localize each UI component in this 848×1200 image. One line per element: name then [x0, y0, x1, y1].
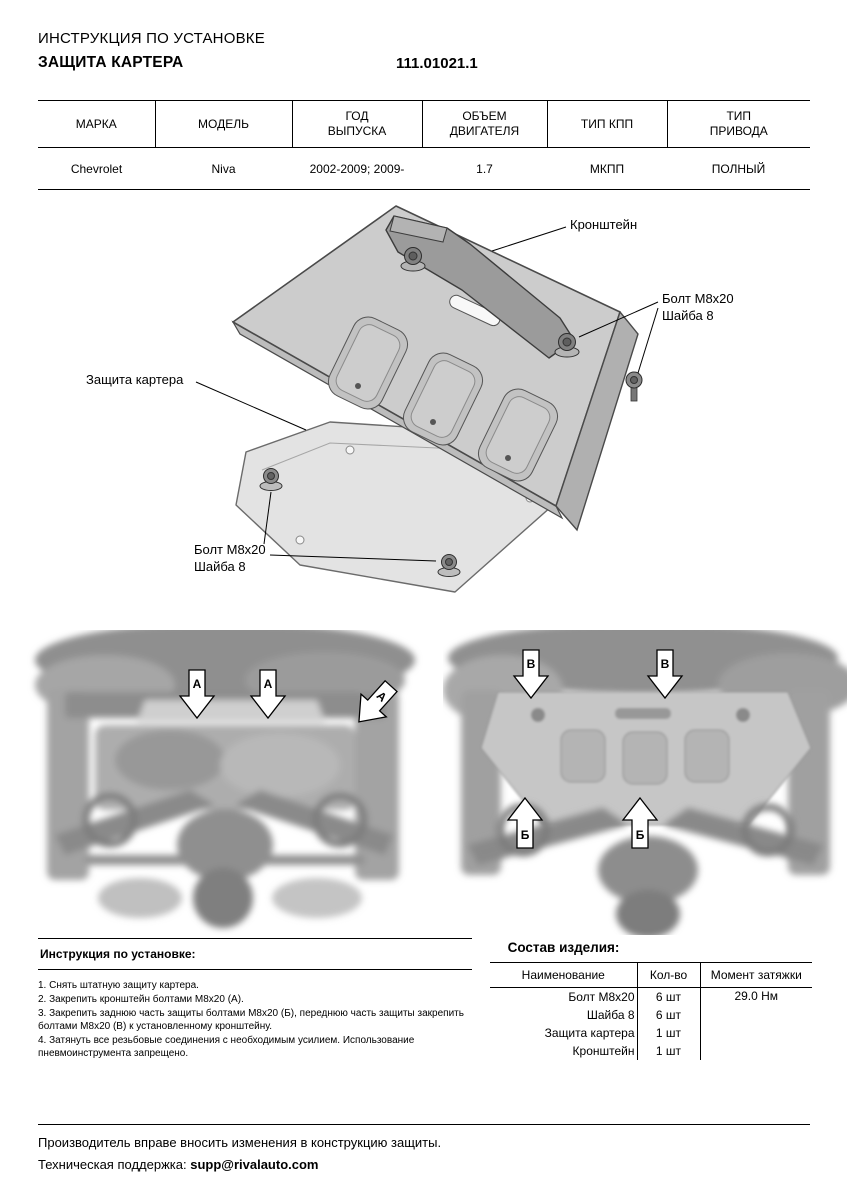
instruction-step: 4. Затянуть все резьбовые соединения с н…: [38, 1035, 415, 1059]
support-email: supp@rivalauto.com: [190, 1157, 319, 1172]
marker-letter-b: Б: [636, 828, 645, 842]
bolt-washer-callout-right: Болт М8х20 Шайба 8: [662, 290, 734, 324]
bolt-loose-right: [625, 371, 643, 402]
spec-header-gearbox: ТИП КПП: [546, 100, 667, 148]
torque-value: 29.0 Нм: [699, 987, 812, 1060]
doc-footer: Производитель вправе вносить изменения в…: [38, 1124, 810, 1179]
marker-arrow-v2: В: [646, 649, 684, 700]
washer-label: Шайба 8: [194, 559, 246, 574]
plate-callout-label: Защита картера: [86, 372, 184, 387]
installation-photo-bracket: А А А: [25, 622, 423, 935]
spec-header-year: ГОД ВЫПУСКА: [291, 100, 422, 148]
parts-row: Кронштейн 1 шт: [490, 1042, 812, 1060]
bolt-washer-front-left: [259, 468, 283, 491]
marker-arrow-a3: А: [358, 679, 398, 723]
marker-letter-a: А: [193, 677, 202, 691]
instruction-step: 1. Снять штатную защиту картера.: [38, 980, 199, 991]
spec-header-engine: ОБЪЕМ ДВИГАТЕЛЯ: [421, 100, 547, 148]
spec-value-gearbox: МКПП: [547, 147, 667, 190]
doc-title-line1: ИНСТРУКЦИЯ ПО УСТАНОВКЕ: [38, 30, 265, 47]
part-qty: 6 шт: [636, 987, 700, 1006]
callout-lines: [195, 226, 659, 562]
marker-letter-v: В: [661, 657, 670, 671]
parts-header-row: Наименование Кол-во Момент затяжки: [490, 962, 812, 988]
undercarriage-photo-right: В В Б Б: [443, 622, 848, 938]
vehicle-spec-table: МАРКА МОДЕЛЬ ГОД ВЫПУСКА ОБЪЕМ ДВИГАТЕЛЯ…: [38, 100, 810, 190]
parts-list: Состав изделия: Наименование Кол-во Моме…: [490, 940, 812, 1060]
bolt-label: Болт М8х20: [194, 542, 266, 557]
bracket-callout-label: Кронштейн: [570, 217, 638, 232]
bolt-washer-callout-bottom: Болт М8х20 Шайба 8: [194, 541, 266, 575]
instructions-title: Инструкция по установке:: [38, 938, 472, 970]
skid-plate-main-body: [231, 205, 639, 532]
plate-recess-3: [477, 388, 559, 482]
spec-header-model: МОДЕЛЬ: [154, 100, 292, 148]
parts-header-torque: Момент затяжки: [699, 962, 812, 988]
instruction-step: 2. Закрепить кронштейн болтами М8х20 (А)…: [38, 994, 244, 1005]
part-name: Защита картера: [544, 1026, 635, 1040]
instructions-steps: 1. Снять штатную защиту картера. 2. Закр…: [38, 970, 472, 1060]
plate-recess-2: [402, 352, 484, 446]
marker-letter-a: А: [264, 677, 273, 691]
photo-right-foreground: [468, 803, 823, 938]
spec-value-year: 2002-2009; 2009-: [292, 147, 422, 190]
parts-row: Болт М8х20 6 шт 29.0 Нм: [490, 987, 812, 1060]
parts-table: Наименование Кол-во Момент затяжки Болт …: [490, 962, 812, 1060]
support-line: Техническая поддержка: supp@rivalauto.co…: [38, 1157, 810, 1172]
part-qty: 1 шт: [636, 1024, 700, 1042]
spec-header-row: МАРКА МОДЕЛЬ ГОД ВЫПУСКА ОБЪЕМ ДВИГАТЕЛЯ…: [38, 100, 810, 148]
doc-header: ИНСТРУКЦИЯ ПО УСТАНОВКЕ ЗАЩИТА КАРТЕРА: [38, 30, 265, 72]
marker-letter-v: В: [527, 657, 536, 671]
parts-list-title: Состав изделия:: [507, 940, 620, 955]
spec-header-brand: МАРКА: [38, 100, 155, 148]
part-name: Кронштейн: [572, 1044, 635, 1058]
marker-arrow-b2: Б: [621, 796, 659, 849]
bolt-washer-bracket-right: [554, 333, 580, 358]
plate-slot-hole: [449, 294, 501, 327]
bolt-label: Болт М8х20: [662, 291, 734, 306]
part-qty: 6 шт: [636, 1006, 700, 1024]
exploded-view-diagram: Кронштейн Болт М8х20 Шайба 8 Защита карт…: [0, 200, 848, 625]
installed-skid-plate: [480, 691, 812, 826]
spec-value-engine: 1.7: [422, 147, 547, 190]
spec-header-drive: ТИП ПРИВОДА: [666, 100, 810, 148]
part-number: 111.01021.1: [396, 55, 478, 72]
spec-value-drive: ПОЛНЫЙ: [667, 147, 810, 190]
part-name: Шайба 8: [586, 1008, 635, 1022]
marker-letter-b: Б: [521, 828, 530, 842]
spec-value-brand: Chevrolet: [38, 147, 155, 190]
spec-value-model: Niva: [155, 147, 292, 190]
parts-header-name: Наименование: [490, 962, 637, 988]
washer-label: Шайба 8: [662, 308, 714, 323]
parts-header-qty: Кол-во: [636, 962, 700, 988]
photo-left-content: [35, 622, 415, 928]
undercarriage-photo-left: А А А: [35, 622, 415, 928]
instruction-step: 3. Закрепить заднюю часть защиты болтами…: [38, 1008, 464, 1032]
part-name: Болт М8х20: [568, 990, 635, 1004]
marker-arrow-v1: В: [512, 649, 550, 700]
parts-row: Шайба 8 6 шт: [490, 1006, 812, 1024]
manufacturer-note: Производитель вправе вносить изменения в…: [38, 1135, 442, 1150]
doc-title-line2: ЗАЩИТА КАРТЕРА: [38, 54, 184, 71]
plate-recess-1: [327, 316, 409, 410]
support-label: Техническая поддержка:: [38, 1157, 187, 1172]
installation-photo-plate: В В Б Б: [443, 622, 848, 938]
bolt-washer-bracket-top: [400, 247, 426, 272]
marker-arrow-a1: А: [178, 669, 216, 720]
installation-instructions: Инструкция по установке: 1. Снять штатну…: [38, 938, 472, 1061]
part-qty: 1 шт: [636, 1042, 700, 1060]
parts-row: Защита картера 1 шт: [490, 1024, 812, 1042]
marker-arrow-a2: А: [249, 669, 287, 720]
marker-arrow-b1: Б: [506, 796, 544, 849]
spec-data-row: Chevrolet Niva 2002-2009; 2009- 1.7 МКПП…: [38, 147, 810, 190]
exploded-view-drawing: [195, 205, 659, 593]
bolt-washer-front-right: [437, 554, 461, 577]
